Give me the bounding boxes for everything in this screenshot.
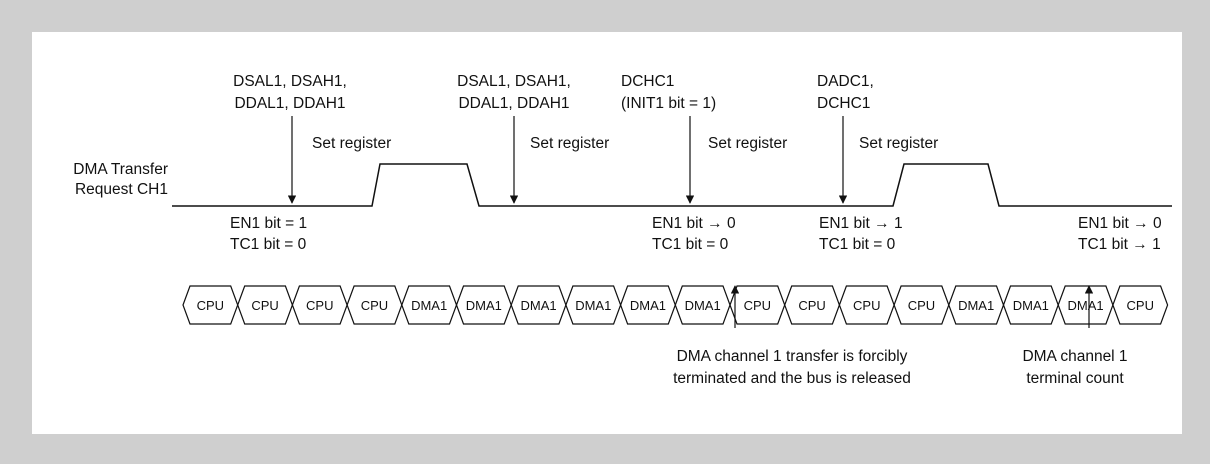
release-note-line-2: terminated and the bus is released	[673, 370, 911, 387]
status-4-line-1: EN1 bit → 0	[1078, 215, 1162, 232]
status-1-line-1: EN1 bit = 1	[230, 215, 307, 232]
set-register-label-3: Set register	[708, 135, 787, 152]
event-2-line-2: DDAL1, DDAH1	[458, 95, 569, 112]
set-register-label-1: Set register	[312, 135, 391, 152]
event-4-line-2: DCHC1	[817, 95, 870, 112]
bus-cycle-label: CPU	[853, 298, 880, 313]
terminal-note-line-1: DMA channel 1	[1022, 348, 1127, 365]
status-3-line-1: EN1 bit → 1	[819, 215, 903, 232]
release-note-line-1: DMA channel 1 transfer is forcibly	[677, 348, 908, 365]
bus-cycle-label: DMA1	[685, 298, 721, 313]
bus-cycle-label: DMA1	[1013, 298, 1049, 313]
bus-cycle-label: CPU	[744, 298, 771, 313]
bus-cycle-label: CPU	[251, 298, 278, 313]
event-2-line-1: DSAL1, DSAH1,	[457, 73, 571, 90]
bus-cycle-label: CPU	[908, 298, 935, 313]
bus-cycle-label: CPU	[798, 298, 825, 313]
request-waveform	[172, 163, 1172, 207]
status-2-line-1: EN1 bit → 0	[652, 215, 736, 232]
bus-cycle-label: DMA1	[466, 298, 502, 313]
bus-cycle-label: DMA1	[575, 298, 611, 313]
status-3-line-2: TC1 bit = 0	[819, 236, 896, 253]
event-3-line-1: DCHC1	[621, 73, 674, 90]
terminal-note-line-2: terminal count	[1026, 370, 1124, 387]
status-1-line-2: TC1 bit = 0	[230, 236, 307, 253]
bus-cycle-label: DMA1	[520, 298, 556, 313]
set-register-label-4: Set register	[859, 135, 938, 152]
event-4-line-1: DADC1,	[817, 73, 874, 90]
bus-cycle-label: DMA1	[1067, 298, 1103, 313]
signal-label-line-2: Request CH1	[75, 181, 168, 198]
diagram-panel: DMA Transfer Request CH1 DSAL1, DSAH1, D…	[32, 32, 1182, 434]
signal-label-line-1: DMA Transfer	[73, 161, 168, 178]
bus-cycle-label: CPU	[197, 298, 224, 313]
bus-cycle-label: CPU	[361, 298, 388, 313]
bus-cycle-label: DMA1	[411, 298, 447, 313]
event-1-line-2: DDAL1, DDAH1	[234, 95, 345, 112]
status-2-line-2: TC1 bit = 0	[652, 236, 729, 253]
bus-cycle-label: CPU	[1127, 298, 1154, 313]
bus-cycle-cell	[1112, 285, 1169, 325]
bus-cycle-label: DMA1	[958, 298, 994, 313]
bus-cycle-label: CPU	[306, 298, 333, 313]
bus-cycle-row: CPU CPU CPU CPU DMA1 DMA1 DMA1 DMA1 DMA1 DMA1 CPU C…	[182, 285, 1169, 325]
status-4-line-2: TC1 bit → 1	[1078, 236, 1161, 253]
event-3-line-2: (INIT1 bit = 1)	[621, 95, 716, 112]
bus-cycle-label: DMA1	[630, 298, 666, 313]
event-1-line-1: DSAL1, DSAH1,	[233, 73, 347, 90]
set-register-label-2: Set register	[530, 135, 609, 152]
